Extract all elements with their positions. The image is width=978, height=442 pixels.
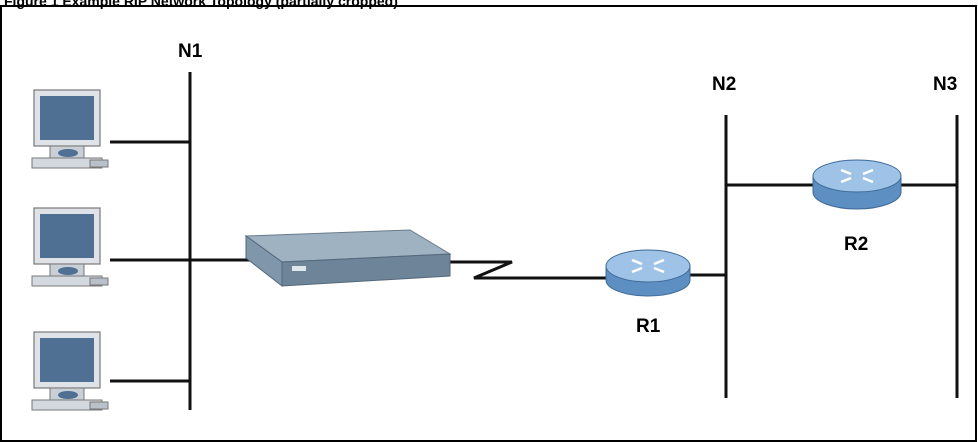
router-r1-icon <box>605 249 691 297</box>
computer-icon <box>31 207 109 287</box>
gateway-device-icon <box>244 229 452 288</box>
network-label-n2: N2 <box>712 74 736 95</box>
network-label-n1: N1 <box>178 41 203 62</box>
router-label-r1: R1 <box>636 316 661 337</box>
computer-icon <box>31 331 109 411</box>
figure-border <box>0 5 977 442</box>
computer-icon <box>31 89 109 169</box>
network-lines <box>110 72 959 410</box>
router-r2-icon <box>812 159 902 210</box>
figure-caption: Figure 1 Example RIP Network Topology (p… <box>4 0 398 9</box>
network-label-n3: N3 <box>933 74 957 95</box>
router-label-r2: R2 <box>844 234 868 255</box>
wan-link <box>448 260 608 280</box>
